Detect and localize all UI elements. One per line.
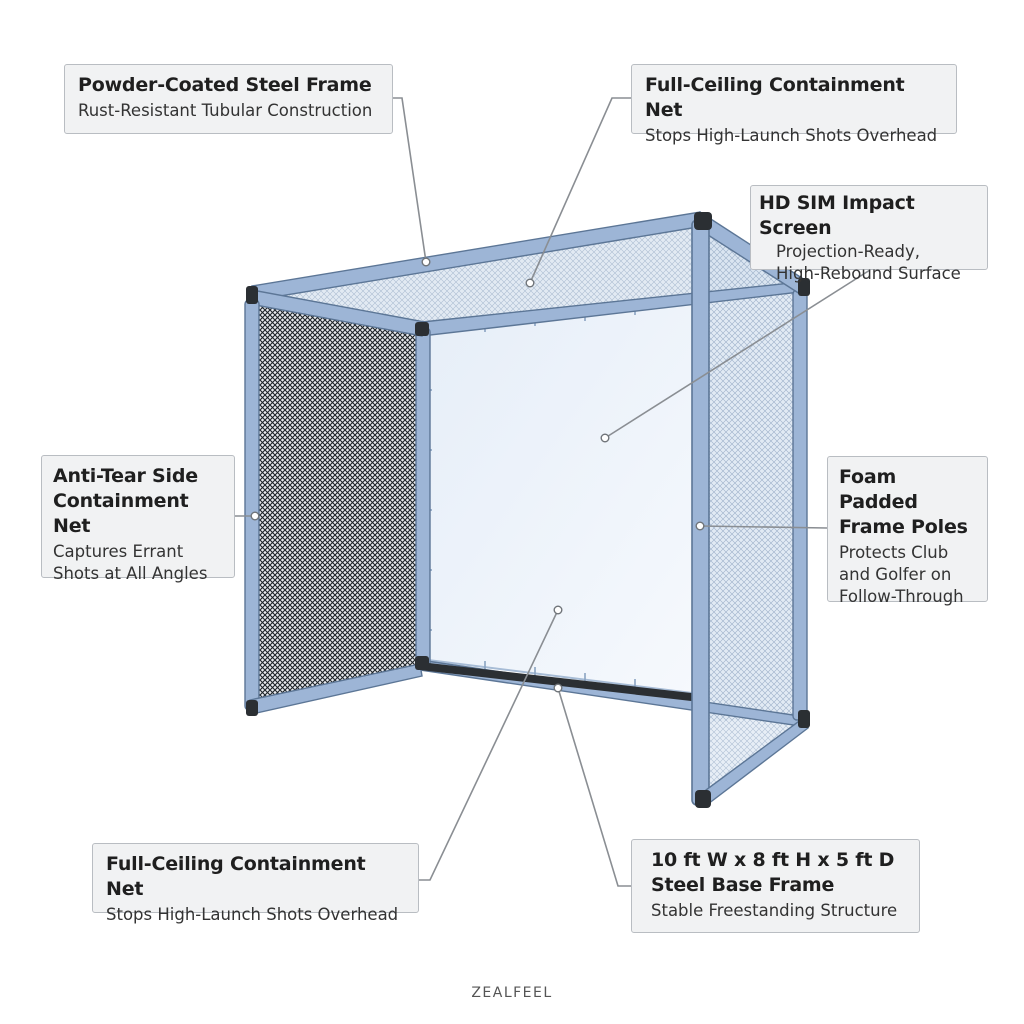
callout-steel-frame: Powder-Coated Steel Frame Rust-Resistant… — [64, 64, 393, 134]
callout-title: Full-Ceiling Containment Net — [645, 74, 905, 121]
callout-base-frame: 10 ft W x 8 ft H x 5 ft D Steel Base Fra… — [631, 839, 920, 933]
impact-screen — [427, 298, 701, 696]
side-net — [256, 298, 422, 702]
callout-subtitle: Stops High-Launch Shots Overhead — [645, 126, 938, 145]
callout-side-net: Anti-Tear Side Containment Net Captures … — [41, 455, 235, 583]
callout-subtitle: Projection-Ready, High-Rebound Surface — [776, 242, 961, 283]
callout-title: Full-Ceiling Containment Net — [106, 853, 366, 900]
front-right-pole — [691, 219, 710, 806]
leader-lines — [235, 97, 871, 887]
callout-subtitle: Rust-Resistant Tubular Construction — [78, 101, 373, 120]
callout-title: Anti-Tear Side Containment Net — [53, 465, 198, 537]
callout-ceiling-net-lower: Full-Ceiling Containment Net Stops High-… — [92, 843, 419, 924]
leader-dots — [250, 257, 705, 693]
callout-title: Foam Padded Frame Poles — [839, 466, 968, 538]
frame-joints — [246, 212, 810, 808]
callout-title: 10 ft W x 8 ft H x 5 ft D Steel Base Fra… — [651, 849, 895, 896]
callout-foam-poles: Foam Padded Frame Poles Protects Club an… — [827, 456, 988, 606]
callout-title: HD SIM Impact Screen — [759, 192, 915, 239]
callout-subtitle: Stops High-Launch Shots Overhead — [106, 905, 399, 924]
callout-impact-screen: HD SIM Impact Screen Projection-Ready, H… — [750, 185, 988, 283]
callout-ceiling-net: Full-Ceiling Containment Net Stops High-… — [631, 64, 957, 145]
base-bar-back — [420, 662, 700, 702]
left-frame — [244, 299, 423, 715]
right-back-net-mesh — [705, 290, 800, 722]
brand-logo: ZEALFEEL — [471, 985, 553, 1001]
callout-subtitle: Stable Freestanding Structure — [651, 901, 898, 920]
callout-subtitle: Captures Errant Shots at All Angles — [53, 542, 208, 583]
callout-title: Powder-Coated Steel Frame — [78, 74, 372, 96]
callout-subtitle: Protects Club and Golfer on Follow-Throu… — [839, 543, 964, 606]
